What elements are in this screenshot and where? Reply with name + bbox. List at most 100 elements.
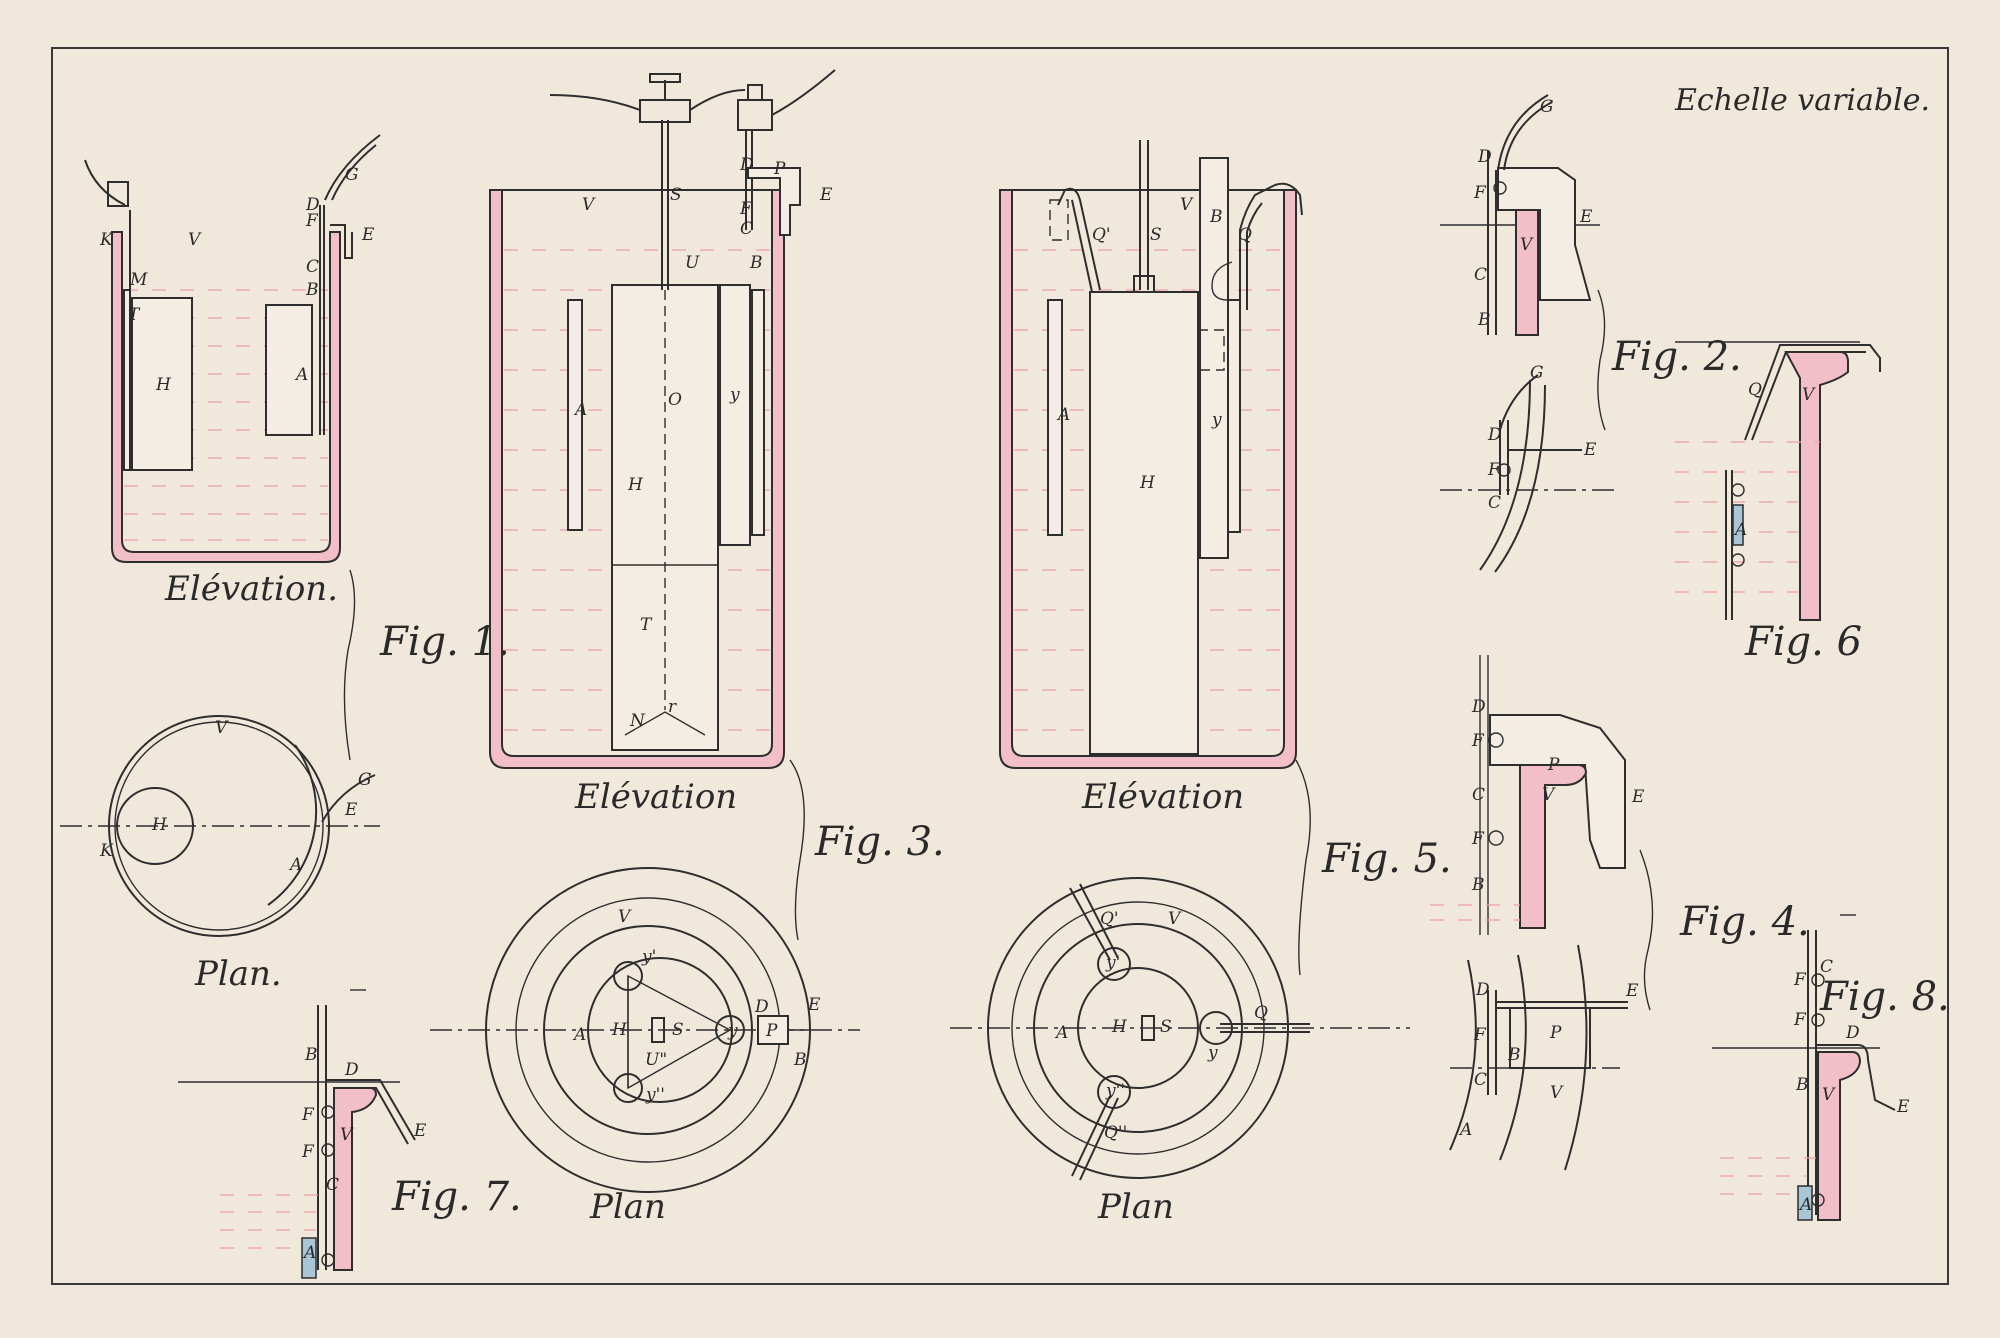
- fig5-plan-title: Plan: [1097, 1187, 1174, 1227]
- fig2-lower-label-e: E: [1583, 440, 1597, 460]
- fig1-plan-label-e: E: [344, 800, 358, 820]
- fig2-lower-label-f: F: [1487, 460, 1501, 480]
- fig5-elevation: Q' S V B Q A H y Elévation: [999, 140, 1303, 817]
- fig3-label-r: r: [668, 697, 677, 717]
- fig5-plan-label-y1: y': [1105, 953, 1120, 973]
- fig2-label-v: V: [1520, 235, 1534, 255]
- fig3-caption: Fig. 3.: [814, 819, 945, 865]
- fig1-label-k: K: [99, 230, 114, 250]
- fig5-plan: Q' V y' A H S y Q y'' Q'' Plan: [950, 877, 1410, 1227]
- fig4-label-f1: F: [1471, 731, 1485, 751]
- fig3-plan-label-y2: y'': [645, 1085, 665, 1105]
- fig8: C F F D B V E A: [1712, 914, 1910, 1221]
- fig5-label-q1: Q': [1092, 225, 1111, 245]
- fig5-caption: Fig. 5.: [1321, 836, 1452, 882]
- fig4-lower-label-a: A: [1458, 1120, 1472, 1140]
- fig3-label-s: S: [670, 185, 682, 205]
- fig4-lower-label-v: V: [1550, 1083, 1564, 1103]
- fig1-plan-label-a: A: [288, 855, 302, 875]
- fig4-lower-label-b: B: [1507, 1045, 1521, 1065]
- fig8-label-c: C: [1820, 957, 1833, 977]
- fig6: Q V A: [1675, 341, 1881, 621]
- fig1-label-d: D: [305, 195, 320, 215]
- fig2-label-g: G: [1540, 97, 1554, 117]
- fig2-lower: G D E F C: [1440, 363, 1620, 573]
- fig8-label-v: V: [1822, 1085, 1836, 1105]
- fig7-label-c: C: [326, 1175, 339, 1195]
- fig5-plan-label-s: S: [1160, 1017, 1172, 1037]
- fig3-label-t: T: [640, 615, 653, 635]
- fig1-plan-label-g: G: [358, 770, 372, 790]
- fig7-label-b1: B: [304, 1045, 318, 1065]
- fig6-caption: Fig. 6: [1744, 619, 1862, 665]
- fig4-label-e: E: [1631, 787, 1645, 807]
- fig8-label-e: E: [1896, 1097, 1910, 1117]
- fig6-label-q: Q: [1748, 380, 1762, 400]
- fig3-plan-label-a: A: [572, 1025, 586, 1045]
- fig7-caption: Fig. 7.: [391, 1174, 522, 1220]
- fig7-label-a: A: [302, 1243, 316, 1263]
- fig3-label-d: D: [739, 155, 754, 175]
- fig1-plan-label-k: K: [99, 841, 114, 861]
- fig1-label-t: T: [128, 305, 141, 325]
- fig8-label-b: B: [1795, 1075, 1809, 1095]
- fig7-label-d: D: [344, 1060, 359, 1080]
- fig3-plan-label-h: H: [611, 1020, 628, 1040]
- fig4-label-b: B: [1471, 875, 1485, 895]
- fig1-plan-label-h: H: [151, 815, 168, 835]
- fig5-plan-label-q1: Q': [1100, 909, 1119, 929]
- fig1-elevation: V H A K M T G E D F C B Elévation.: [84, 134, 381, 609]
- fig8-caption: Fig. 8.: [1819, 974, 1950, 1020]
- fig3-brace: [789, 759, 805, 941]
- fig3-label-e: E: [819, 185, 833, 205]
- fig3-label-y: y: [729, 385, 740, 405]
- fig3-plan-label-u2: U": [645, 1050, 667, 1070]
- fig5-label-b: B: [1209, 207, 1223, 227]
- scale-note: Echelle variable.: [1674, 83, 1930, 118]
- fig8-label-f1: F: [1793, 970, 1807, 990]
- fig4-lower: D F C B P V E A: [1449, 944, 1639, 1171]
- fig7-label-f2: F: [301, 1142, 315, 1162]
- fig3-plan-label-d: D: [754, 997, 769, 1017]
- fig1-label-v: V: [188, 230, 202, 250]
- fig6-label-a: A: [1733, 520, 1747, 540]
- fig3-elevation: V S A H O y T B E P D F C U r N Elévatio…: [489, 69, 836, 817]
- fig3-label-f: F: [739, 199, 753, 219]
- fig5-plan-label-h: H: [1111, 1017, 1128, 1037]
- fig5-label-a: A: [1056, 405, 1070, 425]
- fig2-label-d: D: [1477, 147, 1492, 167]
- fig2-brace: [1597, 289, 1606, 431]
- fig5-brace: [1295, 759, 1311, 976]
- fig3-label-h: H: [627, 475, 644, 495]
- fig2-lower-label-c: C: [1488, 493, 1501, 513]
- fig3-label-p: P: [773, 159, 786, 179]
- fig1-label-m: M: [129, 270, 148, 290]
- fig4-label-c: C: [1472, 785, 1485, 805]
- fig8-label-f2: F: [1793, 1010, 1807, 1030]
- fig2-label-f: F: [1473, 183, 1487, 203]
- fig8-label-d: D: [1845, 1023, 1860, 1043]
- fig4-lower-label-e: E: [1625, 981, 1639, 1001]
- fig1-plan-title: Plan.: [194, 954, 282, 994]
- fig3-plan: V A H S y' y'' y U" P D E B Plan: [430, 867, 860, 1227]
- fig4-label-d: D: [1471, 697, 1486, 717]
- fig1-label-a: A: [294, 365, 308, 385]
- fig4-caption: Fig. 4.: [1679, 899, 1810, 945]
- fig1-caption: Fig. 1.: [379, 619, 510, 665]
- fig1-label-e: E: [361, 225, 375, 245]
- fig3-plan-label-p: P: [765, 1021, 778, 1041]
- fig3-label-u: U: [685, 253, 700, 273]
- fig2-label-c: C: [1474, 265, 1487, 285]
- fig1-label-b: B: [305, 280, 319, 300]
- fig5-label-y: y: [1211, 410, 1222, 430]
- fig4-brace: [1639, 849, 1654, 1011]
- fig6-label-v: V: [1802, 385, 1816, 405]
- fig1-elevation-title: Elévation.: [164, 569, 338, 609]
- fig2-lower-label-d: D: [1487, 425, 1502, 445]
- fig5-label-s: S: [1150, 225, 1162, 245]
- plate-border: [51, 47, 1949, 1285]
- fig2-label-b: B: [1477, 310, 1491, 330]
- fig5-plan-label-q: Q: [1254, 1003, 1268, 1023]
- fig1-label-h: H: [155, 375, 172, 395]
